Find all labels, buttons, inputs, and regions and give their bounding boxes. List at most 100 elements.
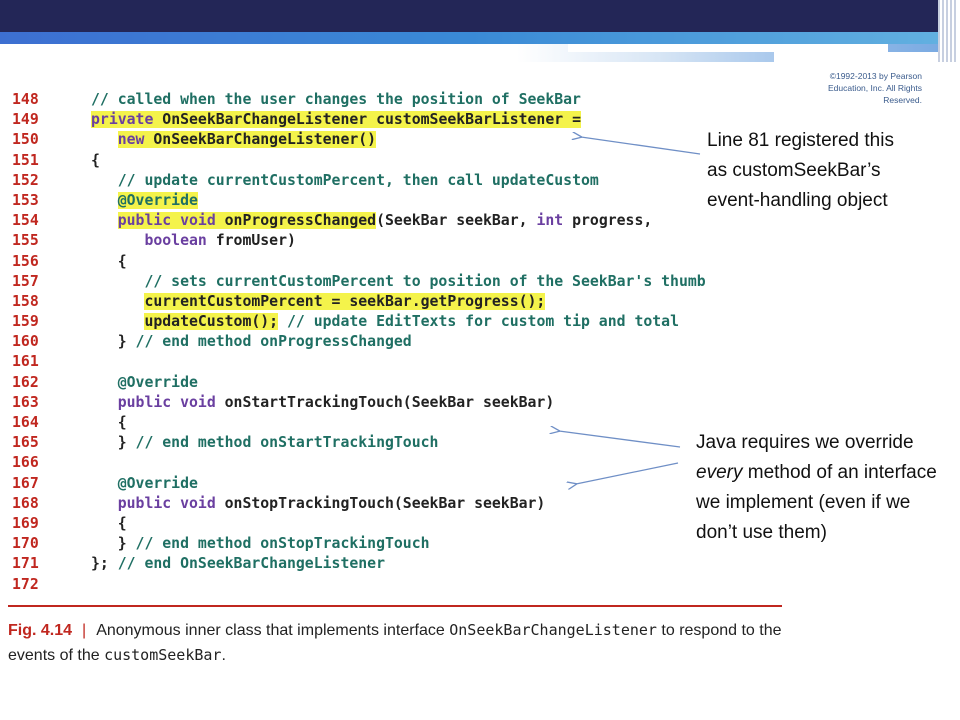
line-number: 156: [12, 252, 39, 270]
header-right-strips: [938, 0, 960, 62]
code-segment: (SeekBar seekBar,: [376, 212, 537, 230]
line-number: 152: [12, 171, 39, 189]
code-segment-highlighted: @Override: [117, 191, 198, 209]
code-segment: {: [91, 414, 127, 431]
code-text: // called when the user changes the posi…: [91, 90, 581, 110]
line-number: 157: [12, 272, 39, 290]
code-text: public void onStartTrackingTouch(SeekBar…: [91, 393, 555, 413]
code-line: 166: [12, 453, 772, 473]
line-number: 167: [12, 474, 39, 492]
note-override-every-method: Java requires we override every method o…: [696, 428, 946, 548]
arrow-to-line-150: [581, 137, 701, 155]
code-segment: int: [536, 212, 573, 230]
line-number: 165: [12, 434, 39, 452]
code-text: @Override: [91, 191, 198, 211]
code-listing: 148 // called when the user changes the p…: [12, 90, 772, 595]
code-line: 156 {: [12, 252, 772, 272]
code-text: } // end method onProgressChanged: [91, 332, 412, 352]
code-segment: {: [91, 514, 127, 532]
code-line: 155 boolean fromUser): [12, 231, 772, 251]
line-number: 149: [12, 111, 39, 129]
code-text: {: [91, 413, 127, 433]
code-line: 162 @Override: [12, 373, 772, 393]
code-segment: boolean: [144, 232, 216, 250]
code-text: public void onProgressChanged(SeekBar se…: [91, 211, 652, 231]
line-number: 154: [12, 212, 39, 230]
code-line: 157 // sets currentCustomPercent to posi…: [12, 272, 772, 292]
code-text: currentCustomPercent = seekBar.getProgre…: [91, 292, 546, 312]
code-segment: // update EditTexts for custom tip and t…: [287, 313, 679, 331]
code-line: 148 // called when the user changes the p…: [12, 90, 772, 110]
code-segment: fromUser): [215, 232, 296, 250]
copyright-line: ©1992-2013 by Pearson: [829, 71, 922, 81]
header-notch-lower: [774, 52, 940, 62]
line-number: 163: [12, 393, 39, 411]
line-number: 169: [12, 514, 39, 532]
note-line: event-handling object: [707, 190, 888, 211]
code-line: 170 } // end method onStopTrackingTouch: [12, 534, 772, 554]
code-line: 165 } // end method onStartTrackingTouch: [12, 433, 772, 453]
code-segment: // update currentCustomPercent, then cal…: [117, 171, 599, 189]
code-text: @Override: [91, 474, 198, 494]
line-number: 148: [12, 91, 39, 108]
code-text: }; // end OnSeekBarChangeListener: [91, 554, 385, 574]
code-line: 161: [12, 352, 772, 372]
line-number: 151: [12, 151, 39, 169]
code-text: public void onStopTrackingTouch(SeekBar …: [91, 494, 546, 514]
figure-label: Fig. 4.14: [8, 622, 73, 639]
header-notch: [568, 44, 888, 52]
line-number: 159: [12, 313, 39, 331]
line-number: 150: [12, 131, 39, 149]
code-text: new OnSeekBarChangeListener(): [91, 130, 377, 150]
note-emphasis: every: [696, 462, 743, 483]
code-text: // update currentCustomPercent, then cal…: [91, 171, 599, 191]
code-text: boolean fromUser): [91, 231, 296, 251]
code-segment: onStartTrackingTouch(SeekBar seekBar): [224, 393, 555, 411]
copyright-notice: ©1992-2013 by Pearson Education, Inc. Al…: [772, 70, 922, 106]
code-segment: // called when the user changes the posi…: [91, 91, 581, 108]
code-text: private OnSeekBarChangeListener customSe…: [91, 110, 581, 130]
line-number: 168: [12, 494, 39, 512]
header-bar-blue: [0, 32, 940, 44]
code-segment-highlighted: public void: [117, 212, 225, 230]
code-segment: onStopTrackingTouch(SeekBar seekBar): [224, 494, 546, 512]
caption-text: .: [221, 647, 226, 664]
code-segment: // end OnSeekBarChangeListener: [117, 555, 385, 573]
arrow-to-line-165: [559, 431, 681, 448]
code-segment: // end method onStartTrackingTouch: [135, 434, 439, 452]
code-text: } // end method onStartTrackingTouch: [91, 433, 439, 453]
caption-text: Anonymous inner class that implements in…: [96, 622, 450, 639]
code-segment: progress,: [572, 212, 653, 230]
note-line: Line 81 registered this: [707, 130, 894, 151]
note-line: as customSeekBar’s: [707, 160, 881, 181]
code-segment: {: [91, 252, 127, 270]
line-number: 164: [12, 414, 39, 431]
code-line: 164 {: [12, 413, 772, 433]
code-segment-highlighted: OnSeekBarChangeListener(): [153, 131, 377, 149]
caption-code: OnSeekBarChangeListener: [449, 621, 657, 639]
code-text: updateCustom(); // update EditTexts for …: [91, 312, 679, 332]
code-segment: // sets currentCustomPercent to position…: [144, 272, 706, 290]
code-text: {: [91, 252, 127, 272]
code-line: 171}; // end OnSeekBarChangeListener: [12, 554, 772, 574]
code-segment: }: [91, 434, 136, 452]
code-line: 159 updateCustom(); // update EditTexts …: [12, 312, 772, 332]
code-line: 151 {: [12, 151, 772, 171]
line-number: 162: [12, 373, 39, 391]
line-number: 161: [12, 353, 39, 371]
code-segment-highlighted: updateCustom();: [144, 313, 279, 331]
code-line: 149 private OnSeekBarChangeListener custo…: [12, 110, 772, 130]
copyright-line: Education, Inc. All Rights: [827, 83, 922, 93]
line-number: 170: [12, 535, 39, 553]
line-number: 158: [12, 292, 39, 310]
line-number: 155: [12, 232, 39, 250]
note-text: method of an interface we implement (eve…: [696, 462, 937, 543]
code-segment: {: [91, 151, 100, 169]
code-line: 154 public void onProgressChanged(SeekBa…: [12, 211, 772, 231]
code-segment: // end method onProgressChanged: [135, 333, 412, 351]
header-bar-dark: [0, 0, 940, 32]
caption-text: to respond to the events of the: [8, 622, 782, 664]
code-text: {: [91, 514, 127, 534]
line-number: 166: [12, 454, 39, 472]
